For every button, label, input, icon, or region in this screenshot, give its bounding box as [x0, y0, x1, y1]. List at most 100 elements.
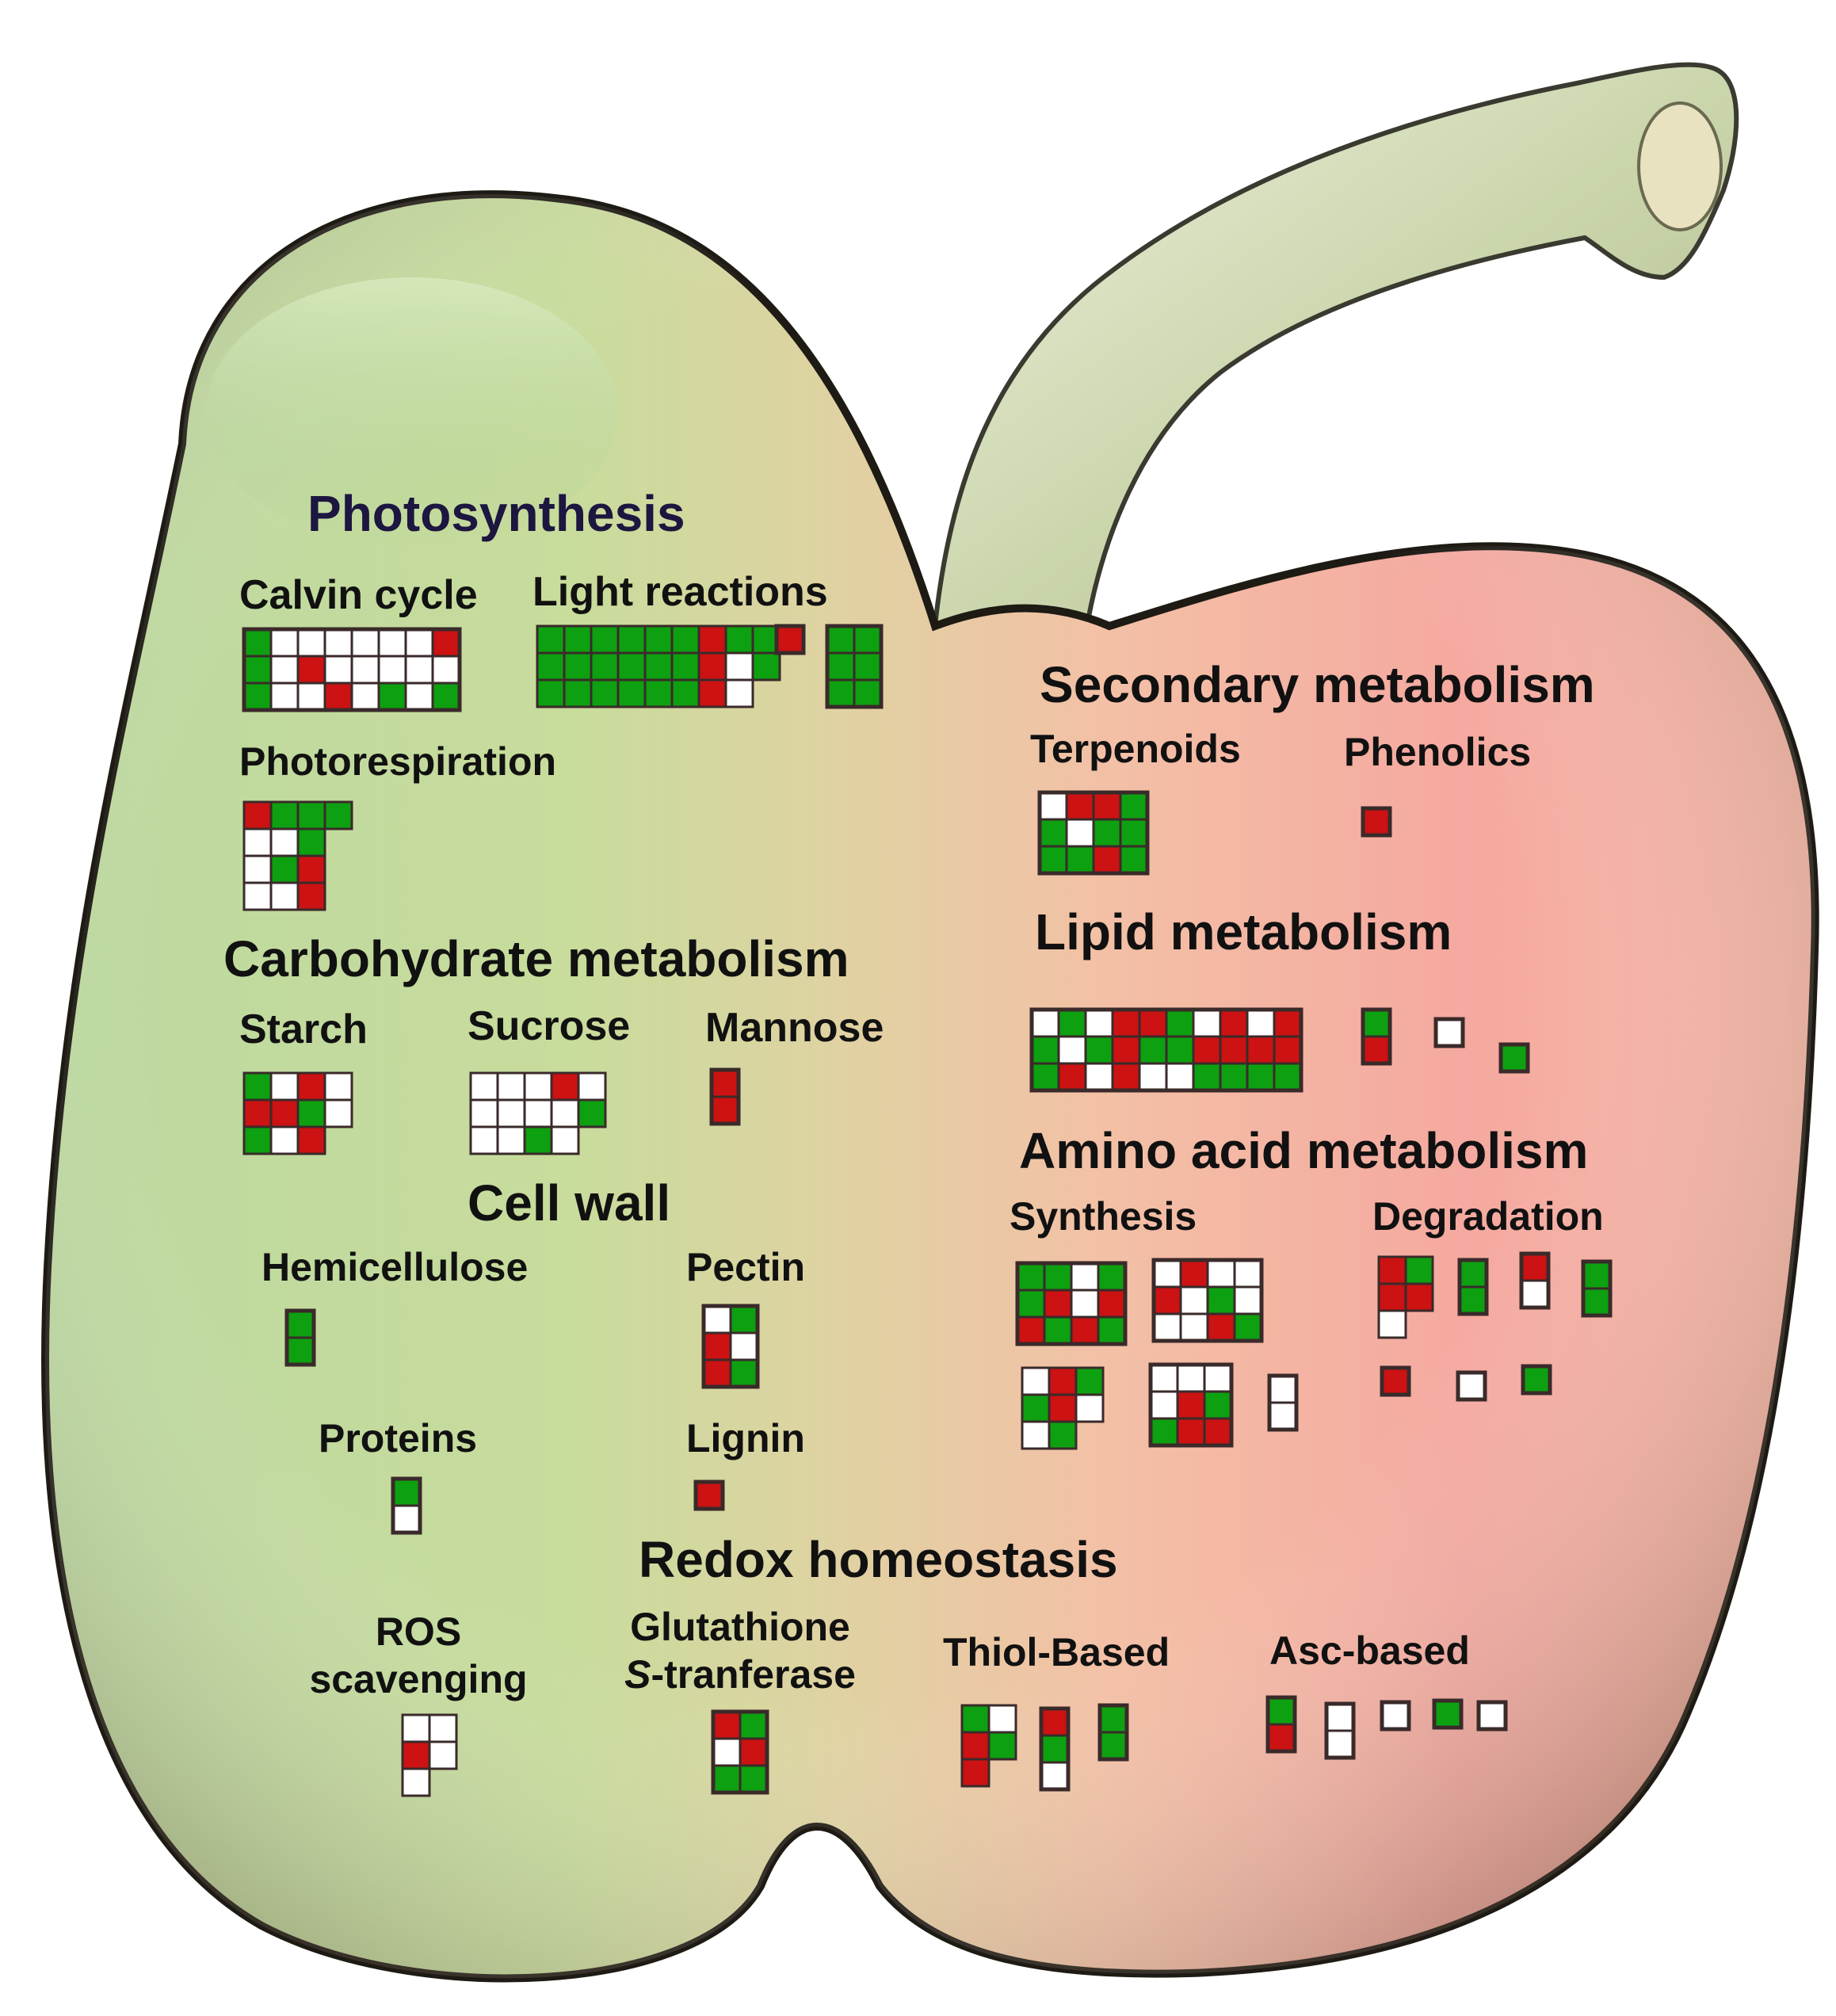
cell-down	[853, 678, 883, 708]
grid-photoresp	[242, 800, 353, 911]
grid-light-main	[536, 624, 781, 708]
light-reactions-label: Light reactions	[532, 569, 828, 615]
grid-syn-c	[1021, 1366, 1105, 1450]
cell-unchanged	[1021, 1420, 1051, 1450]
cell-unchanged	[391, 1504, 422, 1534]
cell-unchanged	[1377, 1309, 1407, 1339]
cell-down	[536, 651, 566, 682]
cell-up	[1361, 807, 1391, 837]
grid-syn-d	[1148, 1362, 1234, 1448]
cell-up	[710, 1068, 740, 1098]
grid-syn-b	[1151, 1258, 1264, 1343]
cell-down	[577, 1098, 607, 1128]
cell-unchanged	[496, 1071, 526, 1102]
cell-down	[590, 624, 620, 655]
cell-unchanged	[269, 881, 300, 911]
cell-down	[853, 651, 883, 682]
grid-frame	[1521, 1364, 1552, 1396]
cell-up	[242, 1098, 273, 1128]
grid-lipid-white	[1433, 1017, 1465, 1048]
cell-down	[523, 1125, 553, 1155]
grid-ros	[401, 1713, 458, 1797]
cell-unchanged	[269, 1071, 300, 1102]
cell-up	[1219, 1035, 1249, 1065]
cell-down	[242, 1071, 273, 1102]
grid-frame	[709, 1067, 741, 1126]
cell-unchanged	[404, 682, 434, 712]
cell-down	[1098, 1704, 1128, 1734]
cell-down	[1433, 1699, 1463, 1729]
cell-down	[1206, 1285, 1236, 1315]
cell-up	[1203, 1417, 1233, 1447]
grid-asc-e	[1476, 1700, 1508, 1732]
cell-unchanged	[269, 682, 300, 712]
cell-down	[739, 1764, 769, 1794]
cell-down	[729, 1358, 759, 1388]
cell-up	[1404, 1282, 1434, 1312]
grid-asc-a	[1265, 1695, 1297, 1754]
cell-down	[1098, 1731, 1128, 1761]
cell-unchanged	[496, 1098, 526, 1128]
cell-unchanged	[1268, 1401, 1298, 1431]
grid-frame	[701, 1304, 760, 1389]
cell-down	[323, 800, 353, 830]
cell-unchanged	[323, 628, 353, 658]
cell-unchanged	[242, 881, 273, 911]
cell-down	[1233, 1312, 1263, 1342]
cell-unchanged	[1070, 1289, 1100, 1319]
grid-deg-e	[1380, 1365, 1411, 1397]
cell-down	[296, 827, 326, 857]
cell-unchanged	[377, 655, 407, 685]
cell-up	[1048, 1393, 1078, 1423]
grid-frame	[711, 1709, 769, 1795]
cell-unchanged	[1325, 1702, 1355, 1732]
cell-up	[1097, 1289, 1127, 1319]
cell-unchanged	[431, 655, 461, 685]
cell-unchanged	[1380, 1701, 1410, 1731]
grid-calvin	[242, 627, 462, 712]
cell-unchanged	[1038, 791, 1068, 821]
phenolics-label: Phenolics	[1344, 730, 1531, 774]
terpenoids-label: Terpenoids	[1030, 727, 1241, 771]
cell-down	[242, 628, 273, 658]
cell-unchanged	[428, 1740, 458, 1770]
cell-down	[242, 682, 273, 712]
cell-unchanged	[404, 628, 434, 658]
gst-rest: -tranferase	[651, 1652, 855, 1697]
cell-down	[616, 678, 647, 708]
cell-up	[1111, 1062, 1141, 1092]
cell-up	[1192, 1035, 1222, 1065]
grid-light-single	[774, 624, 806, 655]
cell-unchanged	[296, 682, 326, 712]
cell-down	[285, 1309, 315, 1339]
cell-down	[391, 1477, 422, 1507]
cell-up	[1206, 1312, 1236, 1342]
grid-frame	[774, 624, 806, 655]
cell-unchanged	[401, 1767, 431, 1797]
cell-unchanged	[1233, 1285, 1263, 1315]
amino-acid-title: Amino acid metabolism	[1019, 1122, 1588, 1179]
cell-unchanged	[269, 1125, 300, 1155]
cell-down	[431, 682, 461, 712]
grid-asc-b	[1324, 1701, 1356, 1760]
cell-down	[1138, 1035, 1168, 1065]
grid-thiol-a	[960, 1704, 1017, 1788]
cell-down	[1203, 1390, 1233, 1420]
cell-down	[670, 624, 700, 655]
cell-down	[670, 651, 700, 682]
grid-deg-g	[1521, 1364, 1552, 1396]
grid-deg-a	[1377, 1255, 1434, 1339]
cell-down	[563, 624, 593, 655]
cell-down	[1273, 1062, 1303, 1092]
cell-up	[296, 881, 326, 911]
cell-down	[643, 624, 674, 655]
calvin-cycle-label: Calvin cycle	[239, 572, 478, 618]
grid-frame	[1456, 1370, 1487, 1402]
cell-unchanged	[724, 651, 754, 682]
grid-gst	[711, 1709, 769, 1795]
cell-unchanged	[702, 1304, 732, 1334]
grid-frame	[1519, 1251, 1551, 1310]
cell-unchanged	[269, 628, 300, 658]
grid-frame	[1476, 1700, 1508, 1732]
cell-down	[1192, 1062, 1222, 1092]
